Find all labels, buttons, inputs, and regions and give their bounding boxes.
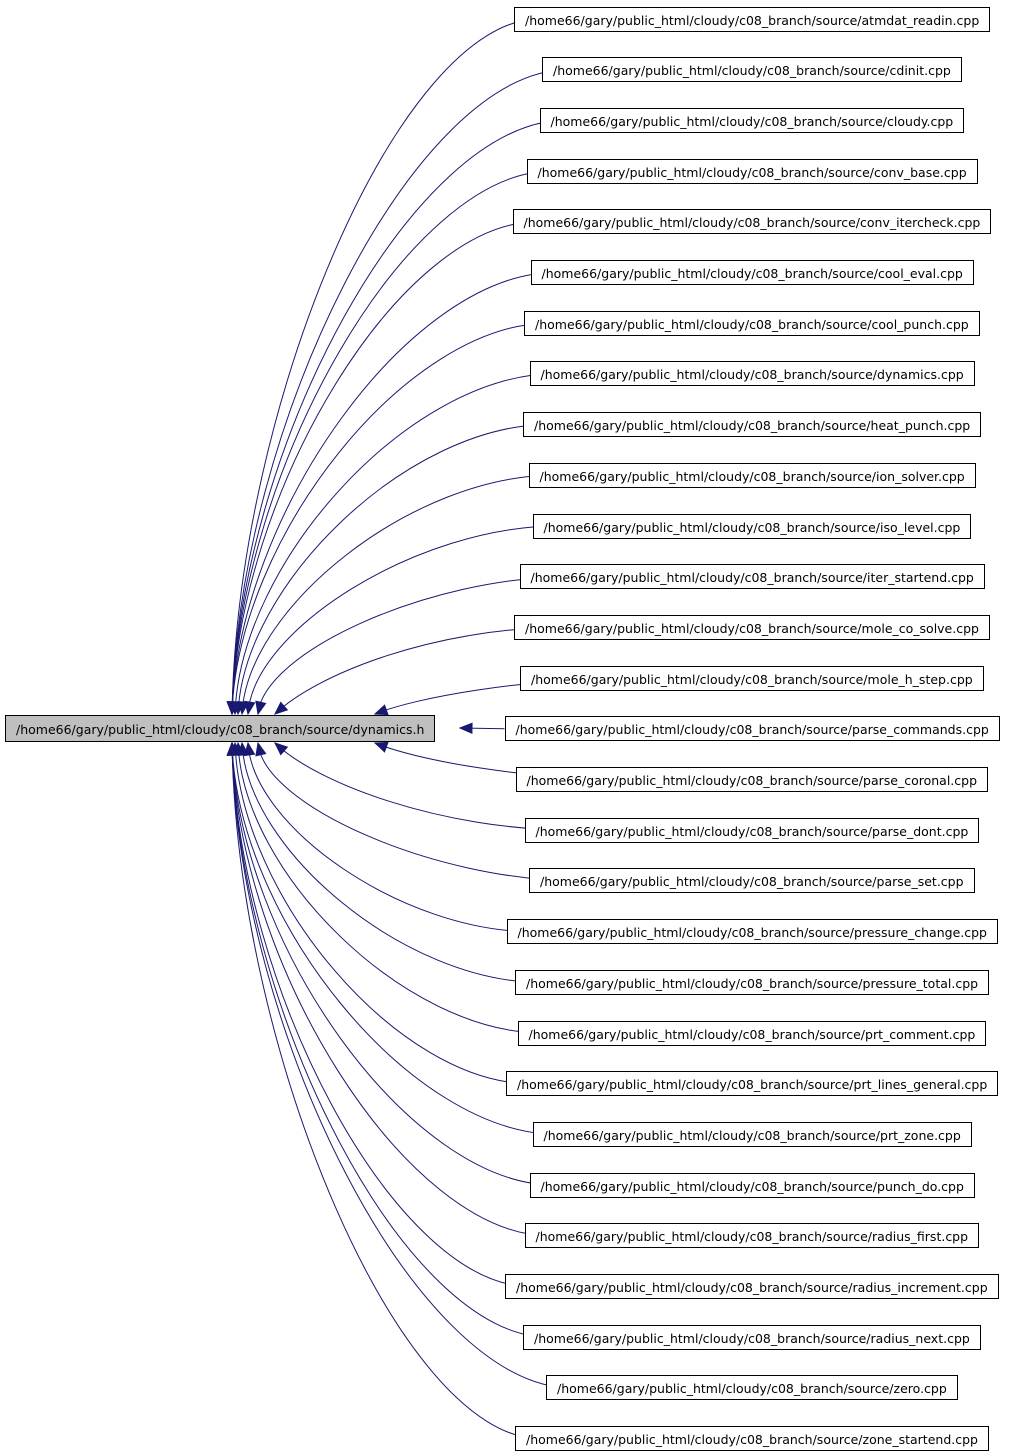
include-edge (231, 272, 556, 715)
node-includer[interactable]: /home66/gary/public_html/cloudy/c08_bran… (542, 57, 962, 83)
include-edge (234, 373, 555, 715)
include-edge (231, 742, 541, 1440)
include-edge (231, 742, 555, 1186)
arrowhead-icon (226, 741, 239, 756)
node-includer[interactable]: /home66/gary/public_html/cloudy/c08_bran… (517, 1020, 987, 1046)
node-includer[interactable]: /home66/gary/public_html/cloudy/c08_bran… (523, 412, 982, 438)
include-edge (231, 221, 538, 715)
node-includer[interactable]: /home66/gary/public_html/cloudy/c08_bran… (546, 1375, 958, 1401)
node-dynamics-h[interactable]: /home66/gary/public_html/cloudy/c08_bran… (5, 715, 436, 742)
node-includer[interactable]: /home66/gary/public_html/cloudy/c08_bran… (523, 1324, 981, 1350)
node-includer[interactable]: /home66/gary/public_html/cloudy/c08_bran… (532, 1121, 972, 1147)
node-includer[interactable]: /home66/gary/public_html/cloudy/c08_bran… (529, 1172, 975, 1198)
node-includer[interactable]: /home66/gary/public_html/cloudy/c08_bran… (506, 919, 998, 945)
node-includer[interactable]: /home66/gary/public_html/cloudy/c08_bran… (506, 1071, 999, 1097)
node-includer[interactable]: /home66/gary/public_html/cloudy/c08_bran… (512, 209, 992, 235)
include-edge (231, 742, 549, 1338)
node-includer[interactable]: /home66/gary/public_html/cloudy/c08_bran… (515, 969, 990, 995)
arrowhead-icon (458, 722, 473, 734)
node-includer[interactable]: /home66/gary/public_html/cloudy/c08_bran… (504, 716, 1000, 742)
node-includer[interactable]: /home66/gary/public_html/cloudy/c08_bran… (539, 107, 965, 133)
node-includer[interactable]: /home66/gary/public_html/cloudy/c08_bran… (515, 767, 989, 792)
include-edge (237, 742, 543, 1034)
node-includer[interactable]: /home66/gary/public_html/cloudy/c08_bran… (505, 1274, 999, 1299)
arrowhead-icon (274, 701, 289, 715)
arrowhead-icon (255, 741, 267, 757)
arrowhead-icon (373, 704, 389, 716)
include-edge (231, 322, 550, 715)
node-includer[interactable]: /home66/gary/public_html/cloudy/c08_bran… (532, 513, 972, 539)
node-includer[interactable]: /home66/gary/public_html/cloudy/c08_bran… (526, 158, 978, 184)
include-edge (231, 18, 540, 715)
node-includer[interactable]: /home66/gary/public_html/cloudy/c08_bran… (530, 260, 974, 285)
include-edge (231, 170, 552, 715)
include-edge (231, 119, 565, 715)
node-includer[interactable]: /home66/gary/public_html/cloudy/c08_bran… (529, 868, 975, 894)
include-edge (231, 742, 531, 1287)
arrowhead-icon (274, 742, 289, 756)
node-includer[interactable]: /home66/gary/public_html/cloudy/c08_bran… (519, 564, 985, 590)
include-edge (247, 525, 558, 715)
include-edge (247, 742, 532, 933)
include-edge (241, 474, 554, 715)
node-includer[interactable]: /home66/gary/public_html/cloudy/c08_bran… (529, 361, 975, 387)
include-edge (231, 742, 558, 1135)
include-edge (237, 424, 549, 715)
include-edge (231, 742, 572, 1389)
arrowhead-icon (244, 700, 256, 716)
include-edge (231, 69, 568, 715)
node-includer[interactable]: /home66/gary/public_html/cloudy/c08_bran… (524, 310, 980, 336)
node-includer[interactable]: /home66/gary/public_html/cloudy/c08_bran… (524, 1223, 980, 1249)
node-includer[interactable]: /home66/gary/public_html/cloudy/c08_bran… (514, 6, 991, 32)
arrowhead-icon (373, 741, 389, 753)
include-edge (231, 742, 550, 1237)
include-edge (274, 742, 575, 831)
node-includer[interactable]: /home66/gary/public_html/cloudy/c08_bran… (514, 614, 990, 640)
include-edge (241, 742, 541, 983)
include-edge (257, 576, 570, 715)
node-includer[interactable]: /home66/gary/public_html/cloudy/c08_bran… (515, 1426, 989, 1452)
node-includer[interactable]: /home66/gary/public_html/cloudy/c08_bran… (520, 665, 984, 691)
include-edge (257, 742, 580, 882)
node-includer[interactable]: /home66/gary/public_html/cloudy/c08_bran… (524, 817, 980, 843)
include-edge (234, 742, 532, 1085)
node-includer[interactable]: /home66/gary/public_html/cloudy/c08_bran… (528, 462, 976, 488)
arrowhead-icon (255, 700, 267, 716)
